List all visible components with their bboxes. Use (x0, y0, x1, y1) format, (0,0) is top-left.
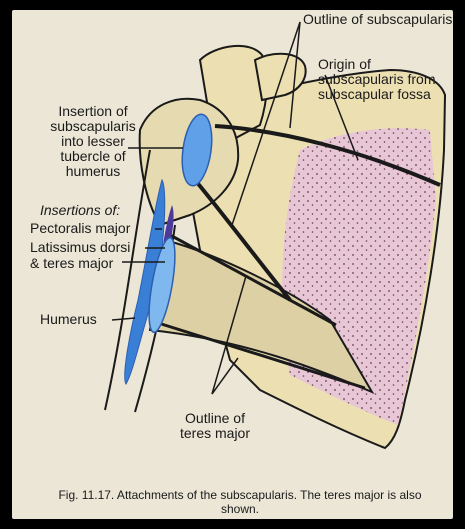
label-origin-subscapularis: Origin of subscapularis from subscapular… (318, 57, 458, 102)
label-teres-major-insertion: & teres major (30, 256, 113, 271)
figure-caption: Fig. 11.17. Attachments of the subscapul… (40, 488, 440, 516)
label-latissimus-dorsi: Latissimus dorsi (30, 240, 130, 255)
label-humerus: Humerus (40, 312, 97, 327)
label-pectoralis-major: Pectoralis major (30, 221, 130, 236)
label-insertions-of: Insertions of: (40, 203, 120, 218)
label-outline-subscapularis: Outline of subscapularis (303, 12, 452, 27)
label-insertion-subscapularis: Insertion of subscapularis into lesser t… (38, 104, 148, 179)
label-outline-teres-major: Outline of teres major (170, 411, 260, 441)
